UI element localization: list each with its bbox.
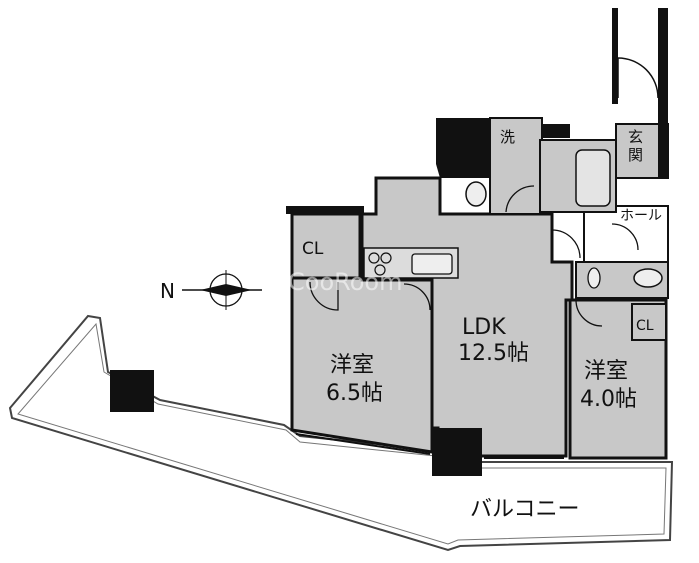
washbasin xyxy=(465,181,487,207)
closet-right-floor xyxy=(631,303,667,341)
wall-block-top-right xyxy=(542,124,570,138)
ldk-name: LDK xyxy=(462,315,506,340)
closet-left-floor xyxy=(290,212,362,280)
laundry-label: 洗 xyxy=(500,128,515,146)
western-small-size: 4.0帖 xyxy=(580,387,637,412)
ldk-size: 12.5帖 xyxy=(458,341,529,366)
column-balcony xyxy=(110,370,154,412)
closet-left-label: CL xyxy=(302,239,324,259)
door-swing-washroom xyxy=(505,185,535,213)
entrance-label-2: 関 xyxy=(628,146,643,164)
window-western-large xyxy=(295,433,431,455)
wall-block-top xyxy=(436,118,490,178)
western-large-name: 洋室 xyxy=(330,353,374,378)
column-ldk xyxy=(432,428,482,476)
door-swing-western-small xyxy=(575,299,603,327)
hall-label: ホール xyxy=(620,208,662,224)
entrance-door-swing xyxy=(617,57,659,99)
watermark: CooRoom xyxy=(288,268,402,296)
bathtub xyxy=(575,149,611,207)
wall-pillar-far-right xyxy=(658,8,668,178)
wall-pillar-right xyxy=(612,8,618,104)
hall-floor xyxy=(583,205,669,263)
stove-burner-3 xyxy=(374,264,386,276)
washroom-floor xyxy=(489,117,543,215)
kitchen-sink xyxy=(411,253,453,275)
door-swing-toilet xyxy=(611,223,639,251)
western-large-size: 6.5帖 xyxy=(326,381,383,406)
compass-north-label: N xyxy=(160,279,175,303)
door-swing-hall xyxy=(551,229,581,259)
western-small-name: 洋室 xyxy=(584,359,628,384)
balcony-label: バルコニー xyxy=(470,497,580,522)
toilet xyxy=(633,268,663,288)
stove-burner-2 xyxy=(380,252,392,264)
door-swing-ldk-corridor xyxy=(403,283,431,311)
door-swing-western-large xyxy=(309,281,339,311)
wall-left-top xyxy=(286,206,364,214)
hand-basin xyxy=(587,267,601,289)
stove-burner-1 xyxy=(368,252,380,264)
closet-right-label: CL xyxy=(636,318,654,334)
compass-icon xyxy=(182,270,262,310)
entrance-label-1: 玄 xyxy=(628,128,643,146)
